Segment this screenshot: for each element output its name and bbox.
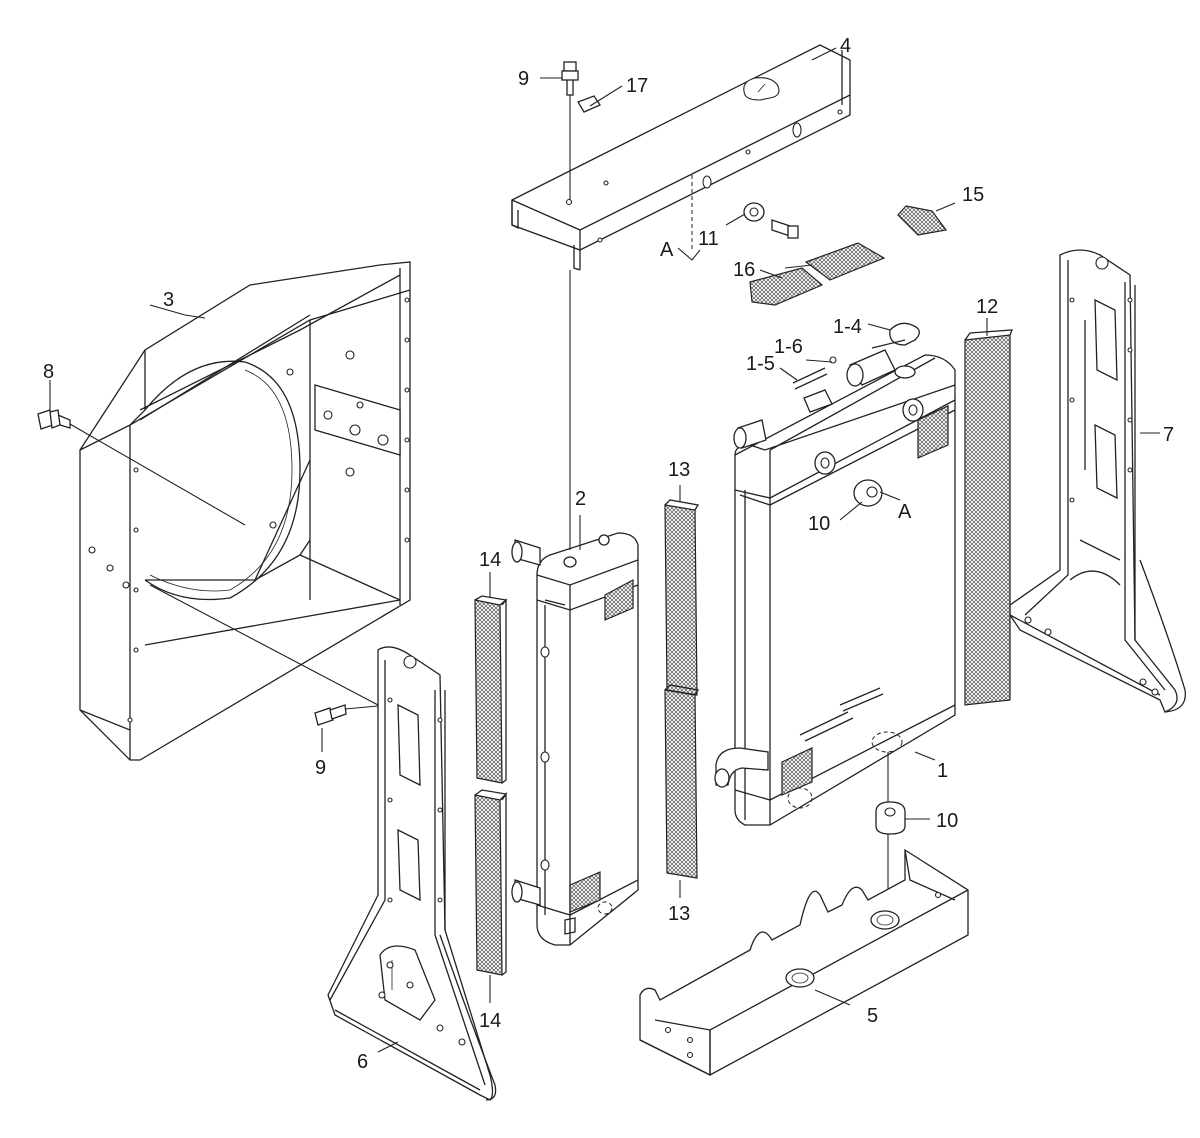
label-part-6: 6: [357, 1051, 368, 1073]
label-part-4: 4: [840, 35, 851, 57]
mesh-part-14-lower: [474, 789, 508, 976]
lower-bracket-part-5: [639, 848, 969, 1077]
label-part-5: 5: [867, 1005, 878, 1027]
label-part-7: 7: [1163, 424, 1174, 446]
label-part-16: 16: [733, 259, 755, 281]
pads-part-16: [749, 242, 886, 306]
bolt-part-9-left: [314, 704, 347, 726]
label-part-8: 8: [43, 361, 54, 383]
label-part-13-upper: 13: [668, 459, 690, 481]
upper-bracket-part-4: [511, 44, 851, 271]
left-bracket-part-6: [327, 646, 497, 1101]
callout-labels: 1 1-4 1-5 1-6 2 3 4 5 6 7 8 9 9 10 10 11…: [43, 35, 1174, 1073]
leader-lines: [49, 47, 1160, 1053]
label-part-17: 17: [626, 75, 648, 97]
right-bracket-part-7: [1009, 249, 1186, 713]
mesh-part-13-lower: [664, 684, 700, 879]
washer-part-11: [743, 202, 765, 222]
radiator-part-1: [714, 322, 956, 826]
label-part-10-upper: 10: [808, 513, 830, 535]
bolt-small: [771, 219, 799, 239]
mesh-part-13-upper: [664, 499, 700, 696]
plate-part-17: [577, 95, 601, 113]
bushing-part-10-lower: [875, 752, 906, 920]
label-part-13-lower: 13: [668, 903, 690, 925]
pad-part-15: [897, 205, 948, 236]
label-section-a-mid: A: [898, 501, 912, 523]
label-part-14-upper: 14: [479, 549, 501, 571]
label-part-1-5: 1-5: [746, 353, 775, 375]
bolt-part-8: [37, 409, 71, 430]
fan-shroud-part-3: [79, 261, 411, 761]
label-part-9-left: 9: [315, 757, 326, 779]
mesh-part-14-upper: [474, 595, 508, 784]
label-part-3: 3: [163, 289, 174, 311]
label-part-1-4: 1-4: [833, 316, 862, 338]
side-mesh-part-12: [964, 329, 1013, 706]
bushing-part-10-upper: [853, 479, 883, 507]
label-part-9-top: 9: [518, 68, 529, 90]
bolt-part-9-top: [561, 61, 579, 200]
label-part-11: 11: [698, 228, 719, 250]
label-section-a-top: A: [660, 239, 674, 261]
label-part-15: 15: [962, 184, 984, 206]
label-part-10-lower: 10: [936, 810, 958, 832]
label-part-2: 2: [575, 488, 586, 510]
label-part-1-6: 1-6: [774, 336, 803, 358]
label-part-12: 12: [976, 296, 998, 318]
label-part-14-lower: 14: [479, 1010, 501, 1032]
label-part-1: 1: [937, 760, 948, 782]
assembly-lines: [69, 423, 379, 710]
oil-cooler-part-2: [511, 270, 639, 946]
